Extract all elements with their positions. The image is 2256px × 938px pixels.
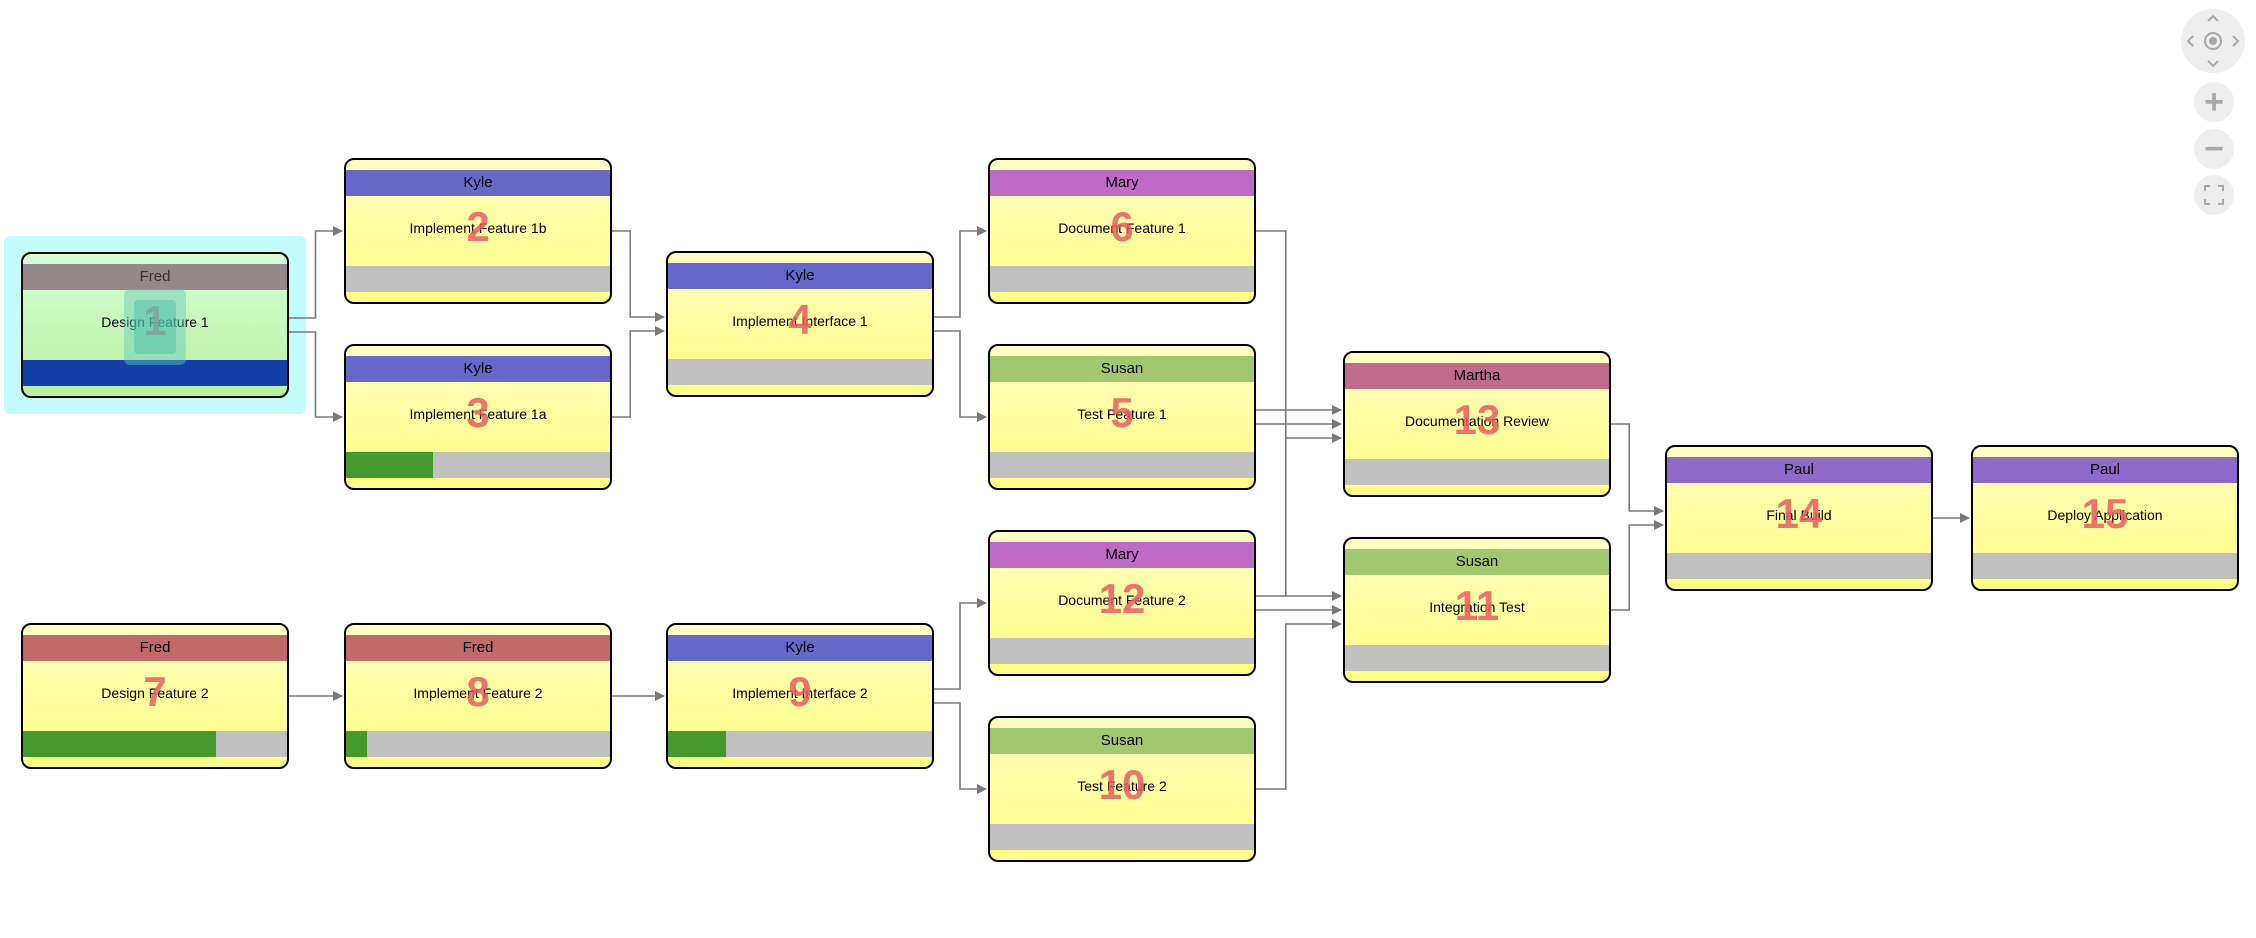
task-progress-bar (1345, 459, 1609, 485)
link-9-to-12 (934, 598, 987, 690)
task-title: Final Build (1766, 507, 1832, 523)
task-assignee: Fred (346, 635, 610, 661)
task-title: Design Feature 2 (101, 685, 209, 701)
task-title: Implement Interface 1 (732, 313, 868, 329)
link-9-to-10 (934, 702, 987, 794)
link-1-to-3 (289, 331, 343, 422)
task-assignee: Fred (23, 264, 287, 290)
task-title: Test Feature 2 (1077, 778, 1167, 794)
task-assignee: Martha (1345, 363, 1609, 389)
link-5-to-11 (1256, 423, 1342, 601)
fit-to-screen-button[interactable] (2194, 175, 2234, 215)
task-title: Documentation Review (1405, 413, 1549, 429)
link-6-to-13 (1256, 230, 1342, 415)
navigation-pad[interactable] (2181, 9, 2245, 73)
link-13-to-14 (1611, 423, 1664, 516)
task-progress-bar (668, 731, 932, 757)
task-assignee: Fred (23, 635, 287, 661)
zoom-in-button[interactable]: + (2194, 82, 2234, 122)
pan-arrows-icon (2186, 14, 2240, 68)
task-assignee: Kyle (346, 356, 610, 382)
task-progress-bar (668, 359, 932, 385)
task-title: Implement Interface 2 (732, 685, 868, 701)
zoom-out-button[interactable]: − (2194, 129, 2234, 169)
link-4-to-5 (934, 330, 987, 422)
task-progress-bar (346, 731, 610, 757)
task-assignee: Paul (1973, 457, 2237, 483)
task-title: Implement Feature 2 (413, 685, 543, 701)
task-progress-bar (990, 266, 1254, 292)
link-11-to-14 (1611, 520, 1664, 611)
task-title: Implement Feature 1b (409, 220, 547, 236)
task-progress-bar (990, 452, 1254, 478)
minus-icon: − (2204, 129, 2224, 168)
task-progress-bar (1973, 553, 2237, 579)
task-progress-fill (668, 731, 727, 757)
task-progress-bar (1345, 645, 1609, 671)
task-assignee: Paul (1667, 457, 1931, 483)
task-title: Deploy Application (2047, 507, 2163, 523)
task-progress-bar (1667, 553, 1931, 579)
link-1-to-2 (289, 226, 343, 319)
task-assignee: Susan (990, 356, 1254, 382)
task-progress-bar (346, 266, 610, 292)
task-assignee: Kyle (668, 635, 932, 661)
task-progress-fill (346, 731, 368, 757)
task-progress-bar (23, 360, 287, 386)
task-assignee: Susan (990, 728, 1254, 754)
task-progress-fill (23, 731, 216, 757)
task-progress-bar (23, 731, 287, 757)
task-assignee: Kyle (346, 170, 610, 196)
task-progress-fill (346, 452, 434, 478)
fullscreen-icon (2204, 185, 2224, 205)
link-10-to-11 (1256, 619, 1342, 790)
task-title: Test Feature 1 (1077, 406, 1167, 422)
task-assignee: Kyle (668, 263, 932, 289)
task-progress-bar (346, 452, 610, 478)
task-progress-bar (990, 638, 1254, 664)
drag-handle-inner (134, 300, 176, 354)
task-assignee: Susan (1345, 549, 1609, 575)
task-assignee: Mary (990, 170, 1254, 196)
task-title: Document Feature 1 (1058, 220, 1186, 236)
task-title: Document Feature 2 (1058, 592, 1186, 608)
task-title: Integration Test (1429, 599, 1525, 615)
plus-icon: + (2204, 82, 2224, 121)
link-2-to-4 (612, 230, 665, 322)
link-3-to-4 (612, 326, 665, 418)
link-5-to-13 (1256, 409, 1342, 429)
task-progress-bar (990, 824, 1254, 850)
link-4-to-6 (934, 226, 987, 318)
link-12-to-13 (1256, 433, 1342, 597)
task-title: Implement Feature 1a (409, 406, 547, 422)
task-assignee: Mary (990, 542, 1254, 568)
